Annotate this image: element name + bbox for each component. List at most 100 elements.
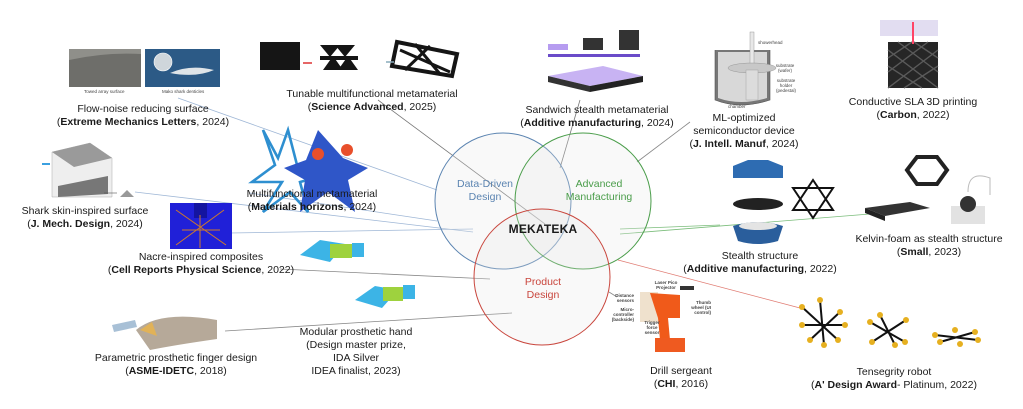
caption-title: ML-optimized bbox=[712, 112, 776, 124]
caption-prosthetic-finger: Parametric prosthetic finger design (ASM… bbox=[95, 352, 257, 378]
connector-drill bbox=[608, 291, 618, 298]
circle-product-design bbox=[473, 208, 611, 346]
caption-multifunctional: Multifunctional metamaterial (Materials … bbox=[247, 188, 378, 214]
caption-title: Drill sergeant bbox=[650, 365, 712, 377]
caption-venue: ASME-IDETC bbox=[128, 365, 195, 377]
caption-title: Stealth structure bbox=[721, 250, 799, 262]
tunable-thumbnail bbox=[260, 39, 460, 79]
caption-year: , 2022) bbox=[804, 263, 837, 275]
caption-title: semiconductor device bbox=[693, 125, 795, 137]
caption-venue-line: (ASME-IDETC, 2018) bbox=[95, 365, 257, 378]
caption-title: Parametric prosthetic finger design bbox=[94, 352, 258, 364]
microcontroller-label: Micro-controller (backside) bbox=[611, 307, 634, 322]
venn-label-data-driven: Data-Driven Design bbox=[457, 178, 513, 204]
venn-label-advanced-manufacturing: Advanced Manufacturing bbox=[566, 178, 633, 204]
caption-shark-skin: Shark skin-inspired surface (J. Mech. De… bbox=[22, 205, 149, 231]
connector-tensegrity bbox=[617, 259, 801, 309]
caption-venue: Cell Reports Physical Science bbox=[111, 264, 262, 276]
tensegrity-nodes bbox=[799, 297, 981, 348]
caption-venue-line: (Science Advanced, 2025) bbox=[286, 101, 457, 114]
caption-title: Sandwich stealth metamaterial bbox=[525, 104, 669, 116]
caption-venue: Materials horizons bbox=[251, 201, 344, 213]
paren: ( bbox=[653, 378, 658, 390]
caption-year: , 2025) bbox=[403, 101, 437, 113]
conductive-sla-thumbnail bbox=[880, 20, 939, 89]
caption-year: , 2024) bbox=[110, 218, 143, 230]
caption-year: , 2024) bbox=[343, 201, 377, 213]
showerhead-label: showerhead bbox=[758, 40, 783, 45]
connector-flow-noise bbox=[177, 97, 438, 191]
caption-title: Shark skin-inspired surface bbox=[21, 205, 149, 217]
flow-noise-thumbnail bbox=[69, 49, 220, 87]
chamber-label: chamber bbox=[728, 104, 746, 109]
connector-prosthetic-hand bbox=[279, 268, 491, 280]
ml-semiconductor-thumbnail bbox=[714, 31, 777, 106]
caption-year: , 2022) bbox=[916, 109, 950, 121]
paren: ( bbox=[876, 109, 881, 121]
venn-label-line: Manufacturing bbox=[565, 191, 633, 203]
connector-prosthetic-finger bbox=[224, 312, 513, 332]
substrate-holder-label: substrate holder (pedestal) bbox=[775, 78, 796, 93]
caption-venue-line: (Extreme Mechanics Letters, 2024) bbox=[57, 116, 229, 129]
connector-tunable bbox=[377, 99, 546, 225]
caption-title: Kelvin-foam as stealth structure bbox=[855, 233, 1003, 245]
caption-venue: Extreme Mechanics Letters bbox=[60, 116, 197, 128]
stealth-structure-thumbnail bbox=[733, 160, 835, 244]
caption-kelvin-foam: Kelvin-foam as stealth structure (Small,… bbox=[855, 233, 1002, 259]
paren: ( bbox=[811, 379, 815, 391]
caption-year: , 2024) bbox=[765, 138, 799, 150]
caption-year: , 2023) bbox=[928, 246, 962, 258]
caption-year: , 2024) bbox=[196, 116, 230, 128]
connector-shark-skin bbox=[134, 191, 474, 233]
caption-conductive-sla: Conductive SLA 3D printing (Carbon, 2022… bbox=[849, 96, 977, 122]
prosthetic-finger-thumbnail bbox=[112, 316, 217, 350]
caption-line: (Design master prize, bbox=[306, 339, 406, 351]
paren: ( bbox=[56, 116, 61, 128]
circle-advanced-manufacturing bbox=[514, 132, 652, 270]
caption-venue-line: (Cell Reports Physical Science, 2022) bbox=[108, 264, 294, 277]
paren: ( bbox=[107, 264, 112, 276]
paren: ( bbox=[247, 201, 252, 213]
connector-stealth-structure bbox=[619, 224, 721, 230]
caption-venue: Additive manufacturing bbox=[686, 263, 805, 275]
caption-venue: J. Intell. Manuf bbox=[692, 138, 766, 150]
caption-venue-line: (A' Design Award- Platinum, 2022) bbox=[811, 379, 977, 392]
laser-projector-label: Laser Pico Projector bbox=[654, 280, 678, 290]
caption-title: Nacre-inspired composites bbox=[138, 251, 264, 263]
caption-ml-semiconductor: ML-optimized semiconductor device (J. In… bbox=[689, 112, 798, 151]
paren: ( bbox=[27, 218, 31, 230]
distance-sensors-label: Distance sensors bbox=[615, 293, 634, 303]
caption-venue-line: (J. Intell. Manuf, 2024) bbox=[689, 138, 798, 151]
caption-year: , 2024) bbox=[641, 117, 674, 129]
caption-year: , 2022) bbox=[261, 264, 295, 276]
shark-skin-thumbnail bbox=[42, 142, 134, 198]
prosthetic-hand-thumbnail bbox=[300, 240, 415, 308]
venn-label-line: Data-Driven bbox=[456, 178, 514, 190]
caption-prosthetic-hand: Modular prosthetic hand (Design master p… bbox=[300, 326, 413, 378]
paren: ( bbox=[689, 138, 693, 150]
caption-title: Tunable multifunctional metamaterial bbox=[286, 88, 458, 100]
caption-sandwich: Sandwich stealth metamaterial (Additive … bbox=[520, 104, 673, 130]
caption-tunable: Tunable multifunctional metamaterial (Sc… bbox=[286, 88, 457, 114]
connector-ml-semiconductor bbox=[636, 121, 691, 163]
drill-thumbnail bbox=[640, 286, 694, 352]
caption-venue-line: (Small, 2023) bbox=[855, 246, 1002, 259]
caption-venue: CHI bbox=[657, 378, 676, 390]
caption-venue: Science Advanced bbox=[311, 101, 404, 113]
caption-line: IDEA finalist, 2023) bbox=[311, 365, 401, 377]
venn-label-line: Design bbox=[468, 191, 502, 203]
caption-nacre: Nacre-inspired composites (Cell Reports … bbox=[108, 251, 294, 277]
substrate-label: substrate (wafer) bbox=[775, 63, 795, 73]
caption-venue-line: (Additive manufacturing, 2024) bbox=[520, 117, 673, 130]
caption-venue-line: (Materials horizons, 2024) bbox=[247, 201, 378, 214]
caption-year: - Platinum, 2022) bbox=[896, 379, 977, 391]
paren: ( bbox=[896, 246, 901, 258]
trigger-sensor-label: Trigger force sensor bbox=[644, 320, 660, 335]
multifunctional-thumbnail bbox=[248, 125, 368, 214]
caption-venue-line: (Carbon, 2022) bbox=[849, 109, 977, 122]
caption-year: , 2016) bbox=[675, 378, 709, 390]
caption-year: , 2018) bbox=[194, 365, 227, 377]
tensegrity-thumbnail bbox=[801, 299, 979, 346]
caption-venue: Small bbox=[900, 246, 929, 258]
